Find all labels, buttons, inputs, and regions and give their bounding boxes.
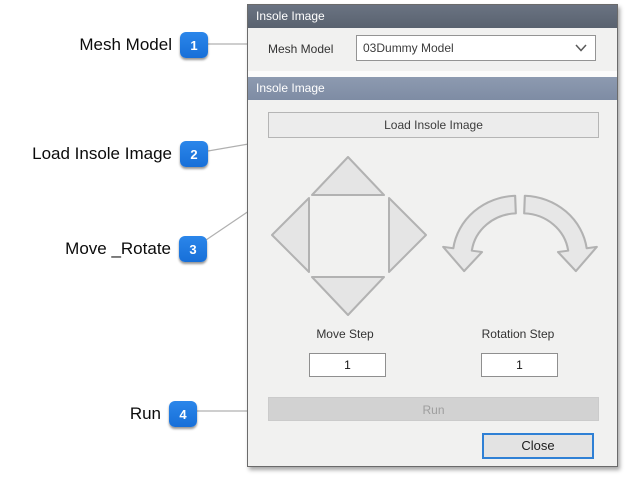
callout-badge-1: 1 bbox=[180, 32, 208, 58]
rotate-right-arrow[interactable] bbox=[523, 194, 598, 273]
mesh-model-label: Mesh Model bbox=[268, 42, 334, 56]
callout-load-insole-image: Load Insole Image 2 bbox=[32, 140, 208, 168]
load-insole-image-button[interactable]: Load Insole Image bbox=[268, 112, 599, 138]
callout-badge-4: 4 bbox=[169, 401, 197, 427]
callout-label: Move _Rotate bbox=[65, 239, 171, 258]
callout-badge-3: 3 bbox=[179, 236, 207, 262]
chevron-down-icon bbox=[575, 44, 587, 52]
move-control bbox=[271, 156, 427, 316]
rotation-step-label: Rotation Step bbox=[481, 327, 555, 341]
callout-label: Run bbox=[129, 404, 161, 423]
callout-label: Mesh Model bbox=[79, 35, 172, 54]
callout-badge-2: 2 bbox=[180, 141, 208, 167]
move-left-arrow[interactable] bbox=[271, 197, 310, 273]
callout-label: Load Insole Image bbox=[32, 144, 172, 163]
section-header-mesh-model: Insole Image bbox=[248, 5, 617, 28]
insole-image-dialog: Insole Image Mesh Model 03Dummy Model In… bbox=[247, 4, 618, 467]
callout-run: Run 4 bbox=[130, 400, 197, 428]
rotation-step-input[interactable] bbox=[481, 353, 558, 377]
move-step-label: Move Step bbox=[316, 327, 374, 341]
move-step-input[interactable] bbox=[309, 353, 386, 377]
mesh-model-dropdown-value: 03Dummy Model bbox=[363, 41, 454, 55]
rotate-left-arrow[interactable] bbox=[442, 194, 517, 273]
callout-move-rotate: Move _Rotate 3 bbox=[65, 235, 207, 263]
move-right-arrow[interactable] bbox=[388, 197, 427, 273]
section-divider bbox=[248, 71, 617, 77]
move-up-arrow[interactable] bbox=[311, 156, 385, 196]
close-button[interactable]: Close bbox=[482, 433, 594, 459]
run-button[interactable]: Run bbox=[268, 397, 599, 421]
callout-mesh-model: Mesh Model 1 bbox=[79, 31, 208, 59]
mesh-model-dropdown[interactable]: 03Dummy Model bbox=[356, 35, 596, 61]
rotate-control bbox=[442, 194, 598, 273]
move-down-arrow[interactable] bbox=[311, 276, 385, 316]
section-header-insole-image: Insole Image bbox=[248, 77, 617, 100]
